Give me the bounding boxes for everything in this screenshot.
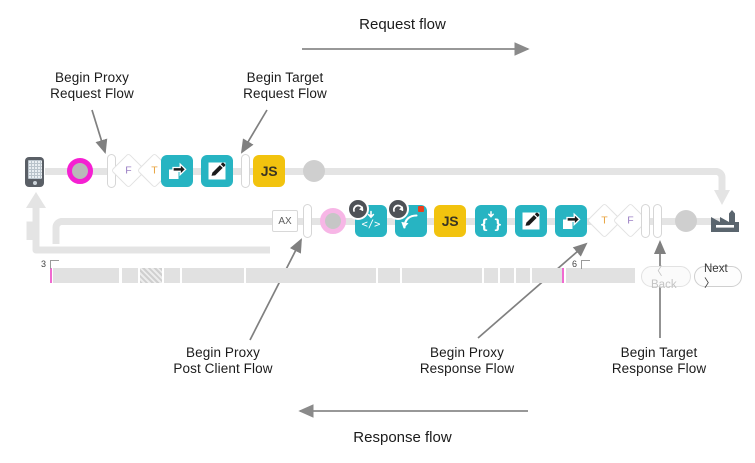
javascript-policy-1[interactable]: JS — [253, 155, 285, 187]
timeline-marker-3-label: 3 — [41, 259, 47, 269]
timeline-segment[interactable] — [122, 268, 138, 283]
fault-rule-icon — [392, 204, 403, 212]
timeline-segment-loading[interactable] — [140, 268, 162, 283]
flow-bar-2[interactable] — [241, 154, 250, 188]
response-flow-label: Response flow — [353, 429, 452, 446]
flow-bar-3[interactable] — [303, 204, 312, 238]
flow-bar-4[interactable] — [641, 204, 650, 238]
code-icon: </> — [362, 210, 381, 231]
edit-policy-2[interactable] — [515, 205, 547, 237]
post-client-flow-start-node[interactable] — [320, 208, 346, 234]
phone-home-button — [32, 180, 37, 185]
condition-false-diamond-2-label: F — [627, 214, 634, 227]
next-button[interactable]: Next 〉 — [694, 263, 742, 290]
timeline-marker-6-bracket — [581, 260, 590, 269]
proxy-request-flow-start-node[interactable] — [67, 158, 93, 184]
arrow-forward-icon — [168, 162, 187, 179]
factory-icon — [711, 210, 739, 232]
timeline-segment[interactable] — [164, 268, 180, 283]
json-brace-icon: { } — [480, 211, 502, 233]
annotation-begin-proxy-request-flow: Begin Proxy Request Flow — [50, 70, 134, 101]
timeline-marker-3-bracket — [50, 260, 59, 269]
timeline-segment[interactable] — [378, 268, 400, 283]
arrow-forward-icon — [562, 212, 581, 229]
fault-rule-icon — [352, 204, 363, 212]
timeline-segment[interactable] — [246, 268, 376, 283]
timeline-segment[interactable] — [516, 268, 530, 283]
timeline-segment[interactable] — [402, 268, 482, 283]
svg-text:</>: </> — [362, 219, 381, 231]
request-flow-label: Request flow — [359, 16, 446, 33]
flow-bar-5[interactable] — [653, 204, 662, 238]
endpoint-node-1[interactable] — [303, 160, 325, 182]
assign-message-policy-2[interactable] — [555, 205, 587, 237]
endpoint-node-2[interactable] — [675, 210, 697, 232]
svg-text:{ }: { } — [480, 218, 502, 233]
assign-message-policy-1[interactable] — [161, 155, 193, 187]
pencil-icon — [208, 162, 226, 180]
timeline-segment[interactable] — [500, 268, 514, 283]
timeline-segment[interactable] — [484, 268, 498, 283]
timeline-tick-3[interactable] — [50, 268, 52, 283]
client-phone-icon[interactable] — [25, 157, 44, 187]
pencil-icon — [522, 212, 540, 230]
timeline-tick-6[interactable] — [562, 268, 564, 283]
ax-analytics-label: AX — [278, 215, 292, 227]
timeline-marker-6-label: 6 — [572, 259, 578, 269]
back-button[interactable]: 〈 Back — [641, 266, 691, 291]
timeline-segment[interactable] — [53, 268, 119, 283]
leader-begin-proxy-request — [91, 109, 108, 154]
annotation-begin-target-request-flow: Begin Target Request Flow — [243, 70, 327, 101]
target-server-factory-icon[interactable] — [710, 209, 740, 238]
leader-begin-target-request — [240, 109, 268, 154]
timeline-segment[interactable] — [532, 268, 564, 283]
ax-analytics-box[interactable]: AX — [272, 210, 298, 232]
phone-screen — [27, 160, 42, 179]
json-policy[interactable]: { } — [475, 205, 507, 237]
javascript-policy-2-label: JS — [441, 213, 459, 229]
timeline-segment[interactable] — [566, 268, 635, 283]
raise-fault-policy-fault-rule-icon[interactable] — [387, 198, 409, 220]
leader-begin-proxy-response — [477, 242, 588, 339]
raise-fault-policy-alert-dot — [418, 206, 424, 212]
javascript-policy-2[interactable]: JS — [434, 205, 466, 237]
timeline-scrubber[interactable] — [50, 268, 635, 284]
edit-policy-1[interactable] — [201, 155, 233, 187]
timeline-segment[interactable] — [182, 268, 244, 283]
javascript-policy-1-label: JS — [260, 163, 278, 179]
annotation-begin-proxy-post-client-flow: Begin Proxy Post Client Flow — [173, 345, 273, 376]
leader-begin-proxy-post-client — [249, 238, 302, 341]
curved-arrow-icon — [401, 214, 418, 229]
annotation-begin-target-response-flow: Begin Target Response Flow — [611, 345, 707, 376]
annotation-begin-proxy-response-flow: Begin Proxy Response Flow — [419, 345, 515, 376]
xml-policy-fault-rule-icon[interactable] — [347, 198, 369, 220]
